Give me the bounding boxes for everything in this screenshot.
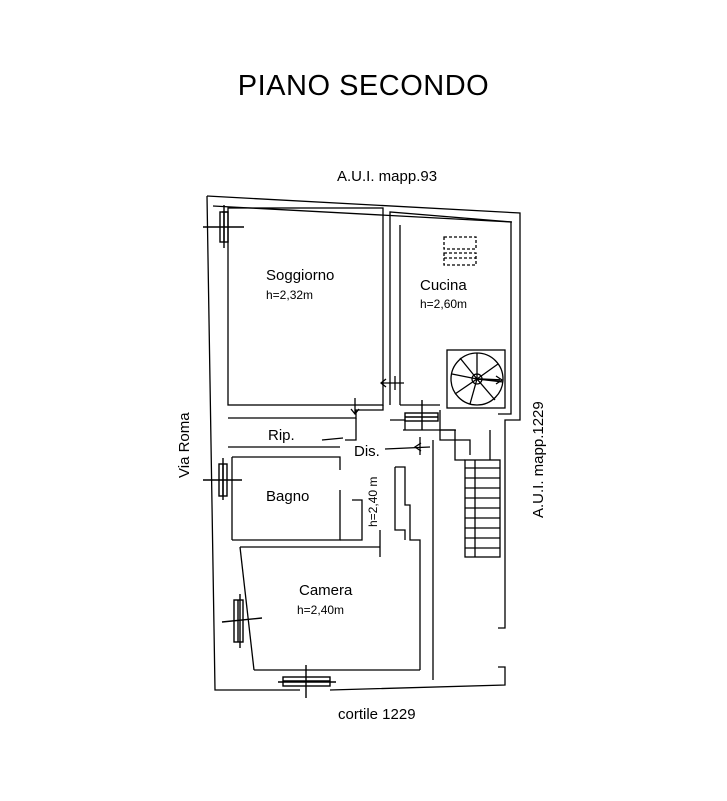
room-cucina-height: h=2,60m [420,297,468,311]
outer-walls [206,195,521,691]
room-bagno-name: Bagno [266,488,310,505]
windows [203,205,439,698]
straight-stair-icon [454,430,501,558]
spiral-stair-icon [446,349,506,409]
room-camera-name: Camera [299,582,353,599]
boundary-right: A.U.I. mapp.1229 [530,401,547,518]
room-soggiorno-outline [227,207,384,406]
room-camera-height: h=2,40m [297,603,345,617]
boundary-bottom: cortile 1229 [338,706,416,723]
room-ripostiglio-name: Rip. [268,427,295,444]
room-soggiorno-name: Soggiorno [266,267,335,284]
boundary-top: A.U.I. mapp.93 [337,168,438,185]
room-cucina-name: Cucina [420,277,467,294]
plan-title: PIANO SECONDO [237,70,490,102]
room-cucina-outline [389,211,513,405]
interior-walls [228,405,456,680]
corridor-height: h=2,40 m [366,476,380,527]
room-disimpegno-name: Dis. [354,443,380,460]
boundary-left: Via Roma [176,412,193,478]
hob-icon [443,236,477,266]
door-arrows [321,376,431,455]
room-soggiorno-height: h=2,32m [266,288,314,302]
